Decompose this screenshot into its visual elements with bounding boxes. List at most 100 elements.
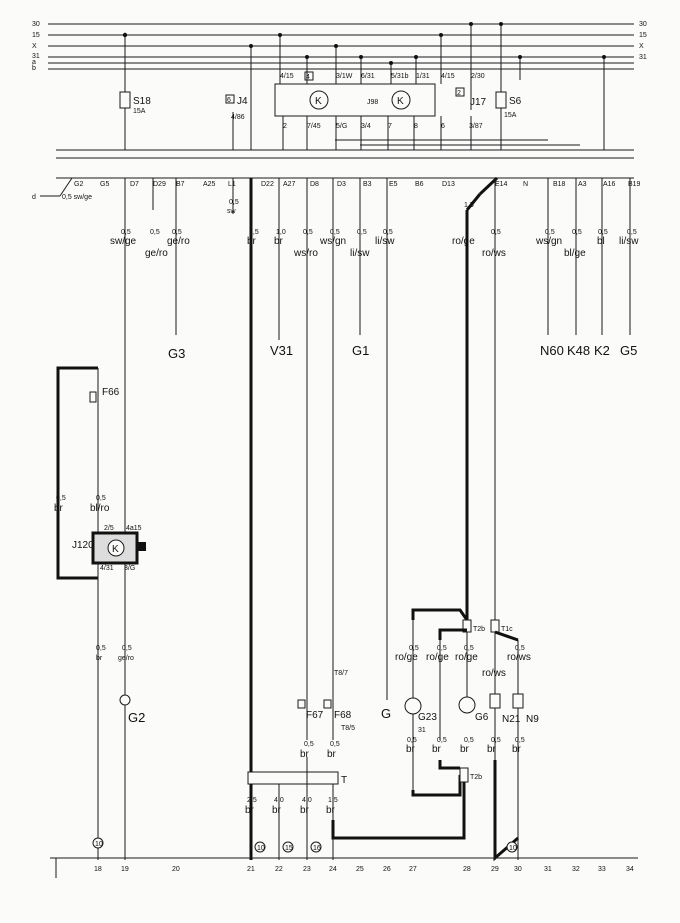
relay-j120-k: K [112, 544, 119, 555]
switch-f68 [323, 699, 332, 709]
wire-rows-n21: ro/ws [482, 668, 506, 679]
bus-label-x-left: X [32, 43, 37, 50]
relay-k2-label: K [397, 96, 404, 107]
conn-d8: D8 [310, 181, 319, 188]
ground-10-left [92, 837, 104, 849]
wire-t8-7: T8/7 [334, 670, 348, 677]
wire-05-b18: 0,5 [545, 229, 555, 236]
column-number-28: 28 [463, 866, 471, 873]
relay-j98-num: 4 [306, 74, 310, 81]
component-g1: G1 [352, 343, 369, 358]
j4-label: J4 [237, 96, 248, 107]
motor-g23-pin: 31 [418, 727, 426, 734]
switch-f66 [89, 391, 97, 403]
wire-roge-top: ro/ge [452, 236, 475, 247]
wire-05-a3: 0,5 [572, 229, 582, 236]
bus-label-15-left: 15 [32, 32, 40, 39]
wire-rows-n9: ro/ws [507, 652, 531, 663]
conn-b19: B19 [628, 181, 641, 188]
wire-05-b7: 0,5 [172, 229, 182, 236]
wire-05-n21-low: 0,5 [491, 737, 501, 744]
switch-f68-label: F68 [334, 710, 352, 721]
column-number-26: 26 [383, 866, 391, 873]
wire-br-g6-low-a: br [432, 744, 442, 755]
conn-a16: A16 [603, 181, 616, 188]
wire-br-t4: br [326, 805, 336, 816]
component-g3: G3 [168, 346, 185, 361]
bus-label-30-left: 30 [32, 21, 40, 28]
wire-10-a27: 1,0 [276, 229, 286, 236]
wire-05-g6-low-a: 0,5 [437, 737, 447, 744]
ground-16 [310, 841, 322, 853]
relay-j98-box [274, 83, 436, 117]
wire-gero-2: ge/ro [167, 236, 190, 247]
wires-right: 1,5 ro/ge 0,5 ro/ws 0,5 ws/gn 0,5 bl/ge … [452, 176, 639, 860]
relay-j98-num-box [304, 71, 314, 81]
wire-d-label: d [32, 194, 36, 201]
conn-g5: G5 [100, 181, 109, 188]
conn-d29: D29 [153, 181, 166, 188]
connector-t1c-label: T1c [501, 626, 513, 633]
wire-wsro: ws/ro [293, 248, 318, 259]
motor-g23-label: G23 [418, 712, 437, 723]
wire-br-t2: br [272, 805, 282, 816]
relay-j17-label: J17 [470, 97, 487, 108]
pin-3-1w: 3/1W [336, 73, 353, 80]
component-v31: V31 [270, 343, 293, 358]
wire-15-t: 1,5 [328, 797, 338, 804]
wires-left: 0,5 sw/ge 0,5 ge/ro 0,5 ge/ro G3 0,5 sw [110, 178, 239, 860]
top-components: S18 15A 6 J4 4/86 K K J98 4 4/15 3/1W 6/… [119, 22, 606, 150]
wire-roge-g6-b: ro/ge [455, 652, 478, 663]
wire-swge-label: 0,5 sw/ge [62, 194, 92, 201]
conn-e5: E5 [389, 181, 398, 188]
switch-f67-label: F67 [306, 710, 324, 721]
j120-pin-4a15: 4a15 [126, 525, 142, 532]
pin-7: 7 [388, 123, 392, 130]
ground-10-right [506, 841, 518, 853]
wire-05-e5: 0,5 [383, 229, 393, 236]
wire-blge: bl/ge [564, 248, 586, 259]
conn-a25: A25 [203, 181, 216, 188]
ground-15 [282, 841, 294, 853]
connector-t [247, 771, 339, 785]
wire-05-j120-right: 0,5 [122, 645, 132, 652]
wire-05-f67: 0,5 [304, 741, 314, 748]
wire-bl: bl [597, 236, 605, 247]
fuse-s18 [119, 91, 131, 109]
conn-a27: A27 [283, 181, 296, 188]
j120-pin-4-31: 4/31 [100, 565, 114, 572]
pin-4-15: 4/15 [280, 73, 294, 80]
supply-bus: 30 15 X 31 a b 30 15 X 31 [32, 21, 647, 72]
connector-t2b-bottom [459, 767, 469, 783]
wire-05-f66-right: 0,5 [96, 495, 106, 502]
wire-roge-g6-a: ro/ge [426, 652, 449, 663]
wire-05-l1: 0,5 [229, 199, 239, 206]
wire-br-f66-left: br [54, 503, 64, 514]
connector-t1c [490, 619, 500, 633]
sensor-g-label: G [381, 706, 391, 721]
wire-05-d7: 0,5 [121, 229, 131, 236]
relay-j120-coil [107, 539, 125, 557]
wire-br-d22: br [247, 236, 257, 247]
motor-g6 [458, 696, 476, 714]
wire-05-f66-left: 0,5 [56, 495, 66, 502]
j120-pin-3-g: 3/G [124, 565, 135, 572]
j4-box [225, 94, 235, 104]
wire-05-b3: 0,5 [357, 229, 367, 236]
column-number-21: 21 [247, 866, 255, 873]
wire-lisw-2: li/sw [375, 236, 395, 247]
connector-t-label: T [341, 775, 347, 786]
pin-4-15b: 4/15 [441, 73, 455, 80]
bus-label-a-left: a [32, 59, 36, 66]
ground-15-label: 15 [285, 845, 293, 852]
conn-b6: B6 [415, 181, 424, 188]
wire-br-t1: br [245, 805, 255, 816]
pin-2-30: 2/30 [471, 73, 485, 80]
pin-6-31: 6/31 [361, 73, 375, 80]
wire-gero-j120: ge/ro [118, 655, 134, 662]
lower-middle-group: T8/7 F67 F68 T8/5 0,5 br 0,5 br T 2,5 br… [245, 608, 469, 860]
conn-g2: G2 [74, 181, 83, 188]
wire-40-t2: 4,0 [302, 797, 312, 804]
